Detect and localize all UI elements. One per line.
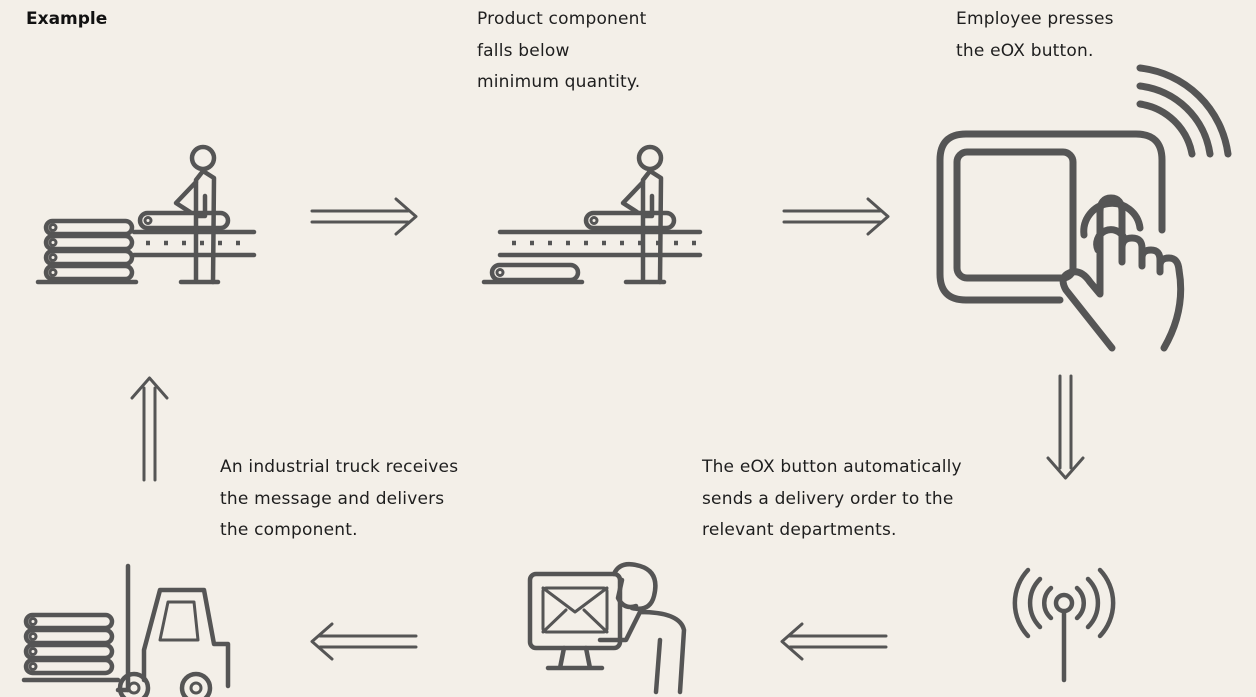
caption-step4-line: the component. xyxy=(220,520,358,540)
caption-step4-line: the message and delivers xyxy=(220,488,445,509)
caption-step1-line: falls below xyxy=(477,40,570,61)
caption-step2-line: the eOX button. xyxy=(956,40,1094,61)
caption-step2: Employee presses the eOX button. xyxy=(956,4,1114,67)
caption-step1-line: Product component xyxy=(477,9,647,29)
caption-step3-line: The eOX button automatically xyxy=(702,457,962,477)
caption-step3-line: sends a delivery order to the xyxy=(702,488,954,509)
caption-step1-line: minimum quantity. xyxy=(477,72,641,92)
caption-step2-line: Employee presses xyxy=(956,9,1114,29)
caption-step4: An industrial truck receives the message… xyxy=(220,452,458,547)
caption-step3: The eOX button automatically sends a del… xyxy=(702,452,962,547)
caption-step1: Product component falls below minimum qu… xyxy=(477,4,647,99)
caption-step4-line: An industrial truck receives xyxy=(220,457,459,477)
example-heading: Example xyxy=(26,9,108,29)
caption-step3-line: relevant departments. xyxy=(702,520,897,540)
